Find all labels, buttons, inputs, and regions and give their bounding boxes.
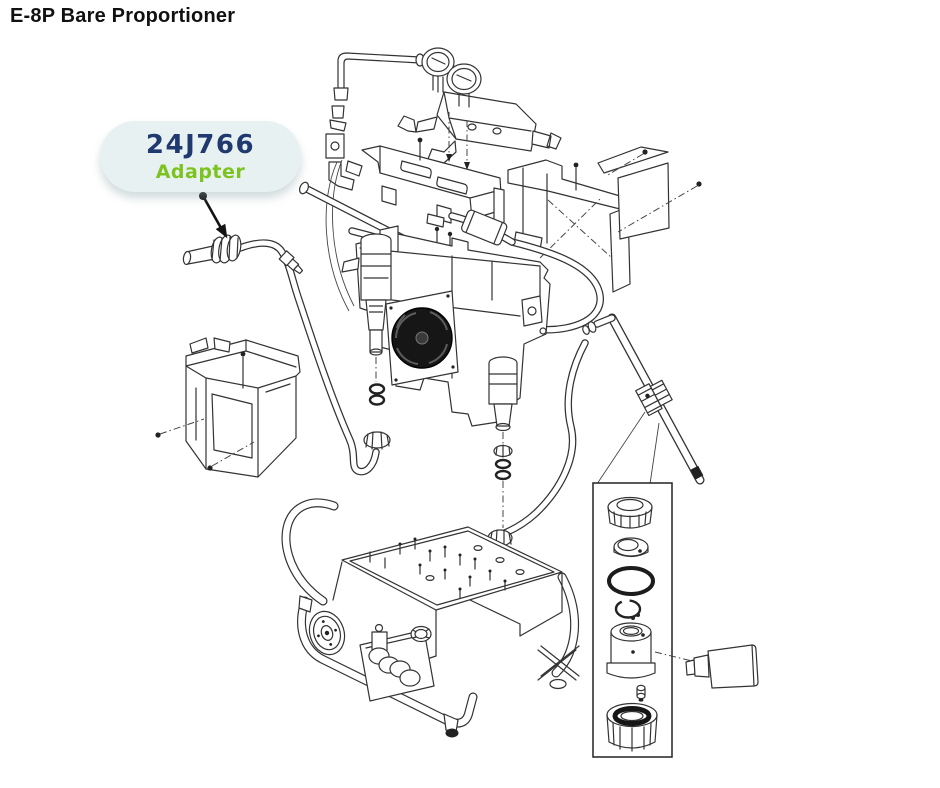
- cooling-fan: [385, 290, 459, 386]
- part-name: Adapter: [155, 161, 246, 183]
- part-number: 24J766: [145, 130, 256, 160]
- electrical-enclosure: [155, 337, 301, 478]
- callout-arrow: [199, 192, 228, 239]
- supply-hoses: [236, 238, 604, 567]
- pump-assembly: [341, 209, 551, 528]
- wand-coupler: [635, 379, 673, 417]
- right-shroud-panels: [507, 146, 702, 293]
- page-title: E-8P Bare Proportioner: [10, 5, 236, 27]
- feed-rollers: [359, 623, 435, 702]
- part-callout-bubble[interactable]: 24J766 Adapter: [100, 121, 301, 192]
- mixer-housing: [685, 644, 759, 689]
- coupler-detail-box: [592, 482, 693, 758]
- deck-studs: [369, 537, 525, 599]
- cart-frame: [281, 498, 580, 738]
- wheel: [308, 610, 346, 656]
- wire-harness: [325, 159, 355, 312]
- top-shroud-bracket: [361, 137, 505, 248]
- pressure-gauge-manifold: [325, 47, 562, 191]
- wand-adapter: [182, 234, 304, 275]
- spray-wand: [582, 313, 705, 485]
